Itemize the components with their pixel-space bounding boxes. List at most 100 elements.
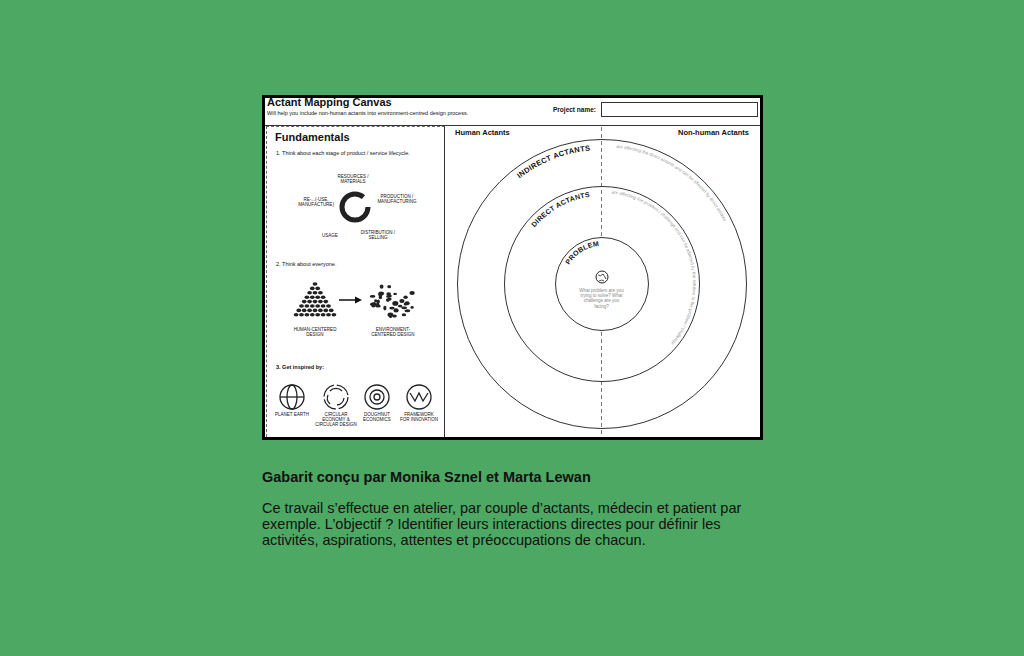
animal-dot <box>393 293 397 295</box>
ring-label: are affecting the direct actants and can… <box>616 144 728 223</box>
animal-dot <box>386 298 390 302</box>
animal-dot <box>387 285 391 288</box>
project-name-field <box>602 103 758 117</box>
canvas-label: PRODUCTION / MANUFACTURING <box>372 194 422 204</box>
animal-dot <box>388 312 394 317</box>
actant-ring: PROBLEMWhat problem are you trying to so… <box>555 237 649 331</box>
animal-dot <box>318 291 323 295</box>
animal-dot <box>305 304 310 308</box>
caption-text: Gabarit conçu par Monika Sznel et Marta … <box>262 469 782 486</box>
ring-label-text: INDIRECT ACTANTS <box>515 144 591 181</box>
canvas-label: RE-...(-USE, MANUFACTURE) <box>294 197 338 207</box>
ring-circle <box>555 238 648 331</box>
animal-dot <box>389 307 394 310</box>
animal-dot <box>372 302 376 307</box>
animal-dot <box>299 304 304 308</box>
canvas-frame <box>264 97 762 439</box>
lifecycle-ring <box>342 194 368 220</box>
animal-dot <box>313 282 318 286</box>
animal-dot <box>380 284 384 288</box>
divider-dashed <box>601 332 602 437</box>
animal-dot <box>389 315 392 318</box>
animal-dot <box>398 305 402 308</box>
canvas-label: Non-human Actants <box>639 129 749 138</box>
animal-dot <box>326 304 331 308</box>
animal-dot <box>299 313 304 317</box>
panel-heading: Fundamentals <box>275 131 442 144</box>
animal-dot <box>313 300 318 304</box>
animal-dot <box>310 304 315 308</box>
ring-circle <box>504 187 699 382</box>
animal-dot <box>296 309 301 313</box>
animal-dot <box>411 306 414 309</box>
animals-illustration <box>370 284 415 318</box>
animal-dot <box>326 313 331 317</box>
animal-dot <box>315 287 320 291</box>
globe-icon <box>598 274 606 281</box>
canvas-label: Human Actants <box>455 129 555 138</box>
animal-dot <box>401 306 407 309</box>
canvas-label: 2. Think about everyone. <box>276 261 426 267</box>
animal-dot <box>315 304 320 308</box>
inspiration-icons <box>280 385 431 409</box>
ring-label: PROBLEM <box>564 240 600 266</box>
globe-icon <box>596 271 608 283</box>
canvas-label: USAGE <box>315 233 345 238</box>
animal-dot <box>313 309 318 313</box>
animal-dot <box>404 302 408 305</box>
animal-dot <box>307 309 312 313</box>
canvas-label: 3. Get inspired by: <box>276 364 426 370</box>
canvas-title: Actant Mapping Canvas <box>267 96 392 109</box>
animal-dot <box>378 292 381 297</box>
animal-dot <box>321 313 326 317</box>
animal-dot <box>302 300 307 304</box>
animal-dot <box>386 295 390 298</box>
ring-label-text: DIRECT ACTANTS <box>530 191 590 228</box>
animal-dot <box>302 309 307 313</box>
canvas-label: RESOURCES / MATERIALS <box>331 174 375 184</box>
animal-dot <box>310 313 315 317</box>
animal-dot <box>394 308 399 312</box>
canvas-label: HUMAN-CENTERED DESIGN <box>290 327 340 337</box>
animal-dot <box>405 301 410 305</box>
fundamentals-panel: Fundamentals <box>266 126 445 437</box>
canvas-label: ENVIRONMENT-CENTERED DESIGN <box>366 327 420 337</box>
pyramid-illustration <box>294 282 337 316</box>
canvas-label: PLANET EARTH <box>272 412 312 417</box>
animal-dot <box>307 300 312 304</box>
canvas-label: Project name: <box>553 106 601 113</box>
ring-label-text: are affecting the direct actants and can… <box>616 144 728 223</box>
animal-dot <box>294 313 299 317</box>
animal-dot <box>323 300 328 304</box>
ring-outline: PROBLEM <box>555 237 649 331</box>
actant-ring: DIRECT ACTANTSare affecting the problem … <box>504 186 700 382</box>
animal-dot <box>383 306 386 311</box>
animal-dot <box>323 309 328 313</box>
animal-dot <box>409 291 414 295</box>
animal-dot <box>402 313 406 316</box>
animal-dot <box>376 305 381 308</box>
arrow-head <box>355 297 362 304</box>
animal-dot <box>405 309 411 312</box>
animal-dot <box>370 295 376 298</box>
actant-ring: INDIRECT ACTANTS are affecting the direct… <box>457 139 747 429</box>
animal-dot <box>329 309 334 313</box>
ring-label-text: PROBLEM <box>564 240 600 266</box>
animal-dot <box>318 309 323 313</box>
animal-dot <box>399 299 404 303</box>
divider-dashed <box>601 127 602 236</box>
animal-dot <box>321 295 326 299</box>
canvas-label: FRAMEWORK FOR INNOVATION <box>399 412 439 422</box>
animal-dot <box>305 313 310 317</box>
canvas-label: Will help you include non-human actants … <box>267 110 567 116</box>
canvas-label: 1. Think about each stage of product / s… <box>276 150 426 156</box>
description-text: Ce travail s’effectue en atelier, par co… <box>262 500 754 548</box>
ring-label: INDIRECT ACTANTS <box>515 144 591 181</box>
animal-dot <box>321 304 326 308</box>
animal-dot <box>315 313 320 317</box>
animal-dot <box>315 295 320 299</box>
ring-circle <box>457 140 746 429</box>
animal-dot <box>394 302 397 304</box>
canvas-label: DISTRIBUTION / SELLING <box>355 230 401 240</box>
